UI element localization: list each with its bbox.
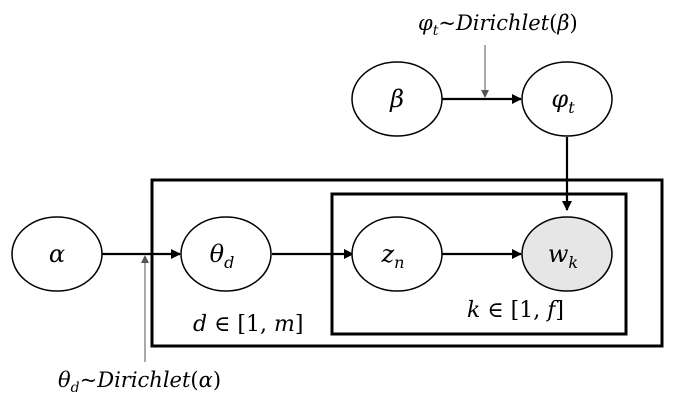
svg-text:wk: wk xyxy=(548,240,578,272)
node-alpha-label: α xyxy=(49,240,65,268)
node-w-label: w xyxy=(548,240,569,268)
outer-plate xyxy=(150,178,664,348)
node-z: zn xyxy=(351,216,443,292)
node-w-subscript: k xyxy=(568,253,578,272)
theta-prior-annotation: θd~Dirichlet(α) xyxy=(58,368,221,396)
node-theta-subscript: d xyxy=(224,253,234,272)
node-z-subscript: n xyxy=(394,253,404,272)
node-theta: θd xyxy=(180,216,272,292)
node-phi: φt xyxy=(521,61,613,137)
phi-prior-annotation: φt~Dirichlet(β) xyxy=(418,11,578,39)
node-beta: β xyxy=(351,61,443,137)
node-w: wk xyxy=(521,216,613,292)
inner-plate xyxy=(330,192,628,336)
node-alpha: α xyxy=(11,216,103,292)
svg-text:zn: zn xyxy=(381,240,405,272)
node-phi-subscript: t xyxy=(568,98,575,117)
node-phi-label: φ xyxy=(551,85,568,113)
inner-plate-label: k ∈ [1, f] xyxy=(467,298,564,323)
outer-plate-label: d ∈ [1, m] xyxy=(193,312,303,337)
svg-text:θd: θd xyxy=(210,240,235,272)
node-z-label: z xyxy=(381,240,395,268)
node-beta-label: β xyxy=(389,85,404,113)
node-theta-label: θ xyxy=(210,240,225,268)
svg-text:φt: φt xyxy=(551,85,575,117)
